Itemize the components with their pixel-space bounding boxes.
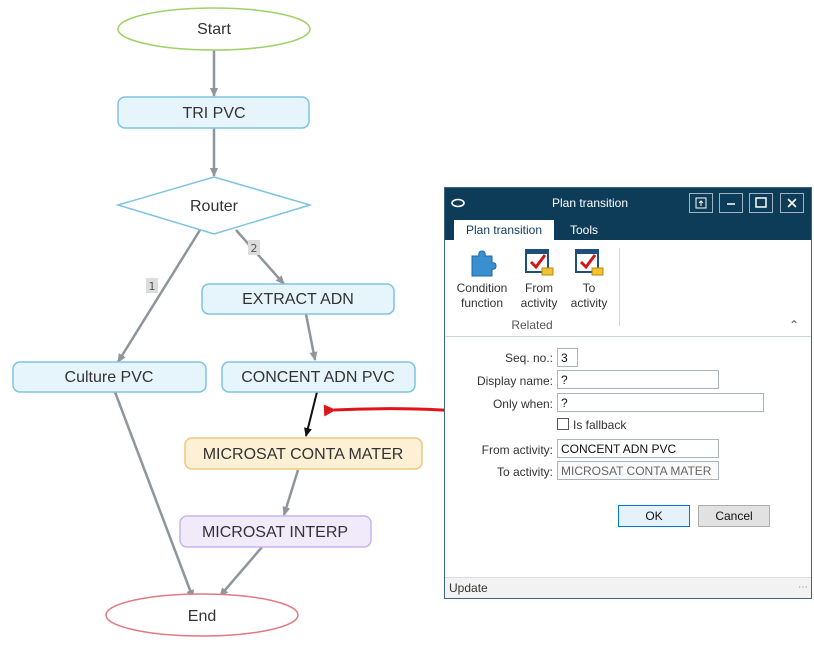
minimize-icon xyxy=(727,203,735,205)
from-activity-input[interactable] xyxy=(557,439,719,458)
start-node[interactable] xyxy=(117,7,311,51)
to-activity-field-label: To activity: xyxy=(496,465,553,479)
tri-pvc-label: TRI PVC xyxy=(182,105,245,122)
edge-label-2-box xyxy=(248,240,260,255)
extract-adn-node[interactable] xyxy=(201,283,395,315)
pin-button[interactable] xyxy=(689,193,713,213)
app-logo-icon xyxy=(451,198,465,208)
is-fallback-checkbox[interactable] xyxy=(557,418,569,430)
concent-adn-pvc-node[interactable] xyxy=(221,361,416,393)
dialog-title: Plan transition xyxy=(551,196,629,210)
from-activity-label-1: From xyxy=(525,281,553,295)
dialog-titlebar[interactable]: Plan transition xyxy=(445,188,811,218)
maximize-button[interactable] xyxy=(749,193,773,213)
to-activity-label-2: activity xyxy=(570,296,608,310)
is-fallback-label: Is fallback xyxy=(573,418,627,432)
edge-label-1-box xyxy=(146,278,158,293)
to-activity-button[interactable]: To activity xyxy=(567,246,611,311)
microsat-interp-node[interactable] xyxy=(179,515,372,548)
extract-adn-label: EXTRACT ADN xyxy=(242,291,354,308)
start-node-label: Start xyxy=(197,21,231,38)
puzzle-icon xyxy=(471,250,497,277)
edge-interp-end[interactable] xyxy=(219,546,263,597)
microsat-interp-label: MICROSAT INTERP xyxy=(202,524,348,541)
close-icon xyxy=(787,198,797,208)
end-node[interactable] xyxy=(105,593,299,637)
minimize-button[interactable] xyxy=(719,193,743,213)
close-button[interactable] xyxy=(780,193,804,213)
to-activity-icon xyxy=(575,249,604,276)
edge-router-extract[interactable] xyxy=(235,229,285,285)
display-name-label: Display name: xyxy=(476,374,553,388)
resize-grip-icon[interactable]: ⋯ xyxy=(798,582,808,593)
from-activity-label-2: activity xyxy=(520,296,558,310)
status-text: Update xyxy=(449,581,488,595)
edge-culture-end[interactable] xyxy=(113,391,195,599)
microsat-conta-mater-node[interactable] xyxy=(184,437,423,470)
tri-pvc-node[interactable] xyxy=(117,96,310,129)
only-when-input[interactable] xyxy=(557,393,764,412)
from-activity-field-label: From activity: xyxy=(481,443,553,457)
collapse-ribbon-icon[interactable]: ⌃ xyxy=(789,318,800,332)
only-when-label: Only when: xyxy=(492,397,553,411)
edge-conta-interp[interactable] xyxy=(282,469,300,516)
seq-no-input[interactable] xyxy=(557,348,578,367)
from-activity-icon xyxy=(525,249,554,276)
pin-icon xyxy=(695,197,707,209)
condition-function-label-2: function xyxy=(460,296,504,310)
to-activity-input xyxy=(557,461,719,480)
status-bar: Update ⋯ xyxy=(445,577,811,598)
router-node[interactable] xyxy=(115,176,313,235)
cancel-button[interactable]: Cancel xyxy=(698,505,770,527)
ribbon-group-related: Related xyxy=(511,318,553,332)
microsat-conta-mater-label: MICROSAT CONTA MATER xyxy=(203,446,404,463)
concent-adn-pvc-label: CONCENT ADN PVC xyxy=(241,369,395,386)
edge-label-1: 1 xyxy=(149,280,156,293)
router-label: Router xyxy=(190,198,239,215)
culture-pvc-node[interactable] xyxy=(12,361,207,393)
end-node-label: End xyxy=(188,608,216,625)
ribbon-group-separator xyxy=(619,248,620,326)
seq-no-label: Seq. no.: xyxy=(504,351,553,365)
from-activity-button[interactable]: From activity xyxy=(517,246,561,311)
ribbon-tab-bar: Plan transition Tools xyxy=(445,218,811,240)
ok-button[interactable]: OK xyxy=(618,505,690,527)
edge-label-2: 2 xyxy=(251,242,258,255)
tab-tools[interactable]: Tools xyxy=(569,223,598,237)
to-activity-label-1: To xyxy=(582,281,596,295)
maximize-icon xyxy=(755,197,767,208)
edge-router-culture[interactable] xyxy=(116,229,202,363)
edge-concent-conta-selected[interactable] xyxy=(304,391,318,437)
plan-transition-dialog: Plan transition Plan transition Tools xyxy=(444,187,812,599)
condition-function-button[interactable]: Condition function xyxy=(453,246,511,311)
display-name-input[interactable] xyxy=(557,370,719,389)
culture-pvc-label: Culture PVC xyxy=(65,369,154,386)
edge-extract-concent[interactable] xyxy=(304,313,318,361)
tab-plan-transition[interactable]: Plan transition xyxy=(454,220,554,240)
condition-function-label-1: Condition xyxy=(456,281,508,295)
ribbon-panel: Condition function From activity To acti… xyxy=(445,240,811,337)
